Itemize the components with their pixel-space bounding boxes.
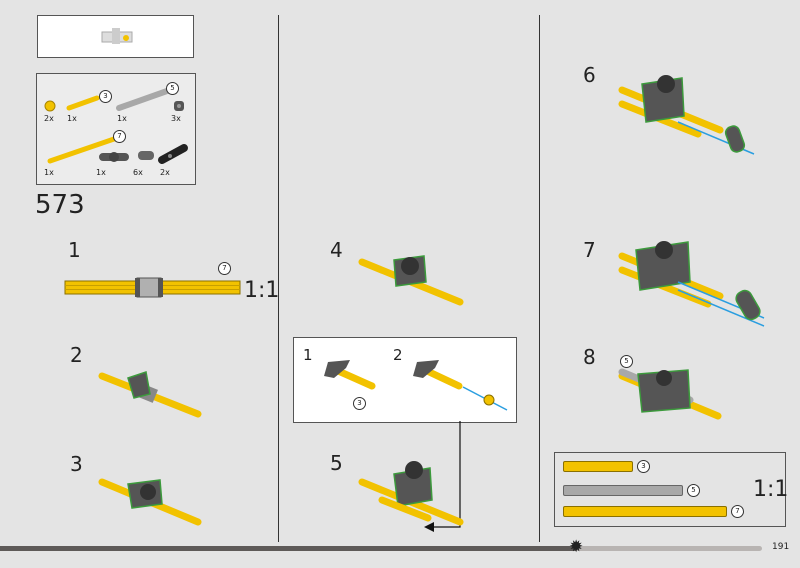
part-qty: 1x (117, 114, 127, 123)
ruler-axle-5 (563, 485, 683, 496)
length-callout: 3 (353, 397, 366, 410)
step1-axle-assembly (64, 277, 241, 298)
part-qty: 3x (171, 114, 181, 123)
step-number: 5 (330, 451, 343, 475)
step5-assembly (358, 461, 464, 526)
progress-gear-icon: ✹ (569, 537, 584, 557)
model-preview (37, 15, 194, 58)
step-number: 8 (583, 345, 596, 369)
part-qty: 2x (160, 168, 170, 177)
part-yellow-bush (44, 100, 56, 112)
step3-assembly (98, 478, 202, 526)
length-callout: 7 (113, 130, 126, 143)
step-number: 6 (583, 63, 596, 87)
length-callout: 3 (637, 460, 650, 473)
preview-model-image (101, 28, 133, 44)
part-yellow-axle-3 (66, 95, 100, 111)
axle-length-ruler: 3 5 7 1:1 (554, 452, 789, 527)
sub-step2-image (413, 360, 508, 411)
sub-step-number: 1 (303, 346, 313, 364)
part-dark-gray-link (138, 151, 154, 160)
column-divider-1 (278, 15, 279, 542)
part-dark-gray-connector (99, 152, 129, 162)
scale-ratio: 1:1 (753, 477, 789, 502)
part-gray-axle-5 (116, 88, 170, 111)
step-number: 1 (68, 238, 81, 262)
ruler-axle-3 (563, 461, 633, 472)
sub-assembly-callout: 1 3 2 (293, 337, 517, 423)
part-qty: 1x (96, 168, 106, 177)
step-number: 3 (70, 452, 83, 476)
length-callout: 3 (99, 90, 112, 103)
page-number: 191 (772, 542, 790, 552)
column-divider-2 (539, 15, 540, 542)
part-qty: 2x (44, 114, 54, 123)
step2-assembly (98, 371, 202, 418)
part-black-connector (158, 144, 188, 164)
sub-step-number: 2 (393, 346, 403, 364)
part-qty: 1x (67, 114, 77, 123)
parts-list: 2x 3 1x 5 1x 3x 7 1x 1x 6x 2x (36, 73, 196, 185)
step7-assembly (618, 241, 765, 327)
step-number: 2 (70, 343, 83, 367)
scale-ratio: 1:1 (244, 278, 280, 303)
part-qty: 6x (133, 168, 143, 177)
sub-step1-image (324, 360, 376, 390)
length-callout: 7 (218, 262, 231, 275)
part-dark-gray-bush (174, 101, 184, 111)
part-qty: 1x (44, 168, 54, 177)
part-yellow-axle-7 (47, 136, 117, 164)
build-number: 573 (35, 190, 85, 220)
length-callout: 7 (731, 505, 744, 518)
step4-assembly (358, 255, 464, 306)
length-callout: 5 (620, 355, 633, 368)
step-number: 7 (583, 238, 596, 262)
length-callout: 5 (166, 82, 179, 95)
step-number: 4 (330, 238, 343, 262)
callout-pointer-arrow (424, 421, 461, 532)
ruler-axle-7 (563, 506, 727, 517)
step6-assembly (618, 75, 755, 155)
length-callout: 5 (687, 484, 700, 497)
step8-assembly (618, 368, 722, 420)
progress-fill (0, 546, 576, 551)
